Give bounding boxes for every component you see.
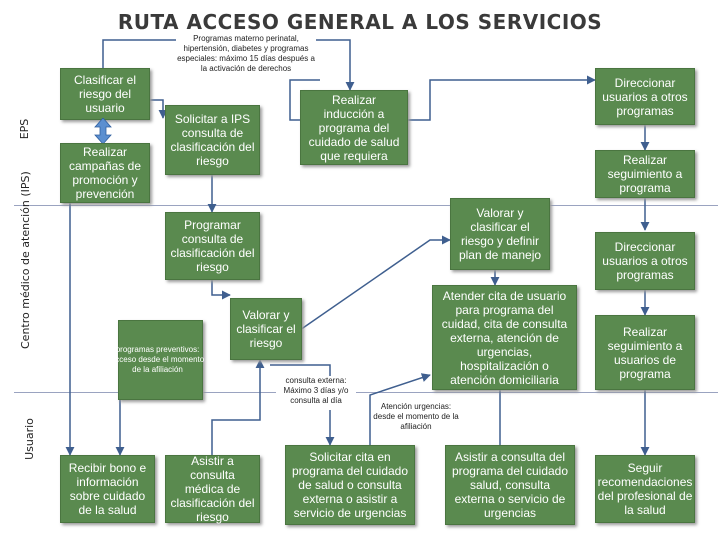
box-realizar-induccion-label: Realizar inducción a programa del cuidad… [308,92,400,163]
box-valorar-definir-plan-label: Valorar y clasificar el riesgo y definir… [458,206,542,262]
box-seguir-recomendaciones-label: Seguir recomendaciones del profesional d… [597,461,693,517]
box-seguir-recomendaciones: Seguir recomendaciones del profesional d… [595,455,695,523]
box-campanas-promocion: Realizar campañas de promoción y prevenc… [60,143,150,203]
box-seguimiento-ips: Realizar seguimiento a usuarios de progr… [595,315,695,390]
note-programas-especiales: Programas materno perinatal, hipertensió… [176,34,316,78]
box-preventivos-bg [118,320,203,400]
box-valorar-definir-plan: Valorar y clasificar el riesgo y definir… [450,198,550,270]
box-solicitar-cita-label: Solicitar cita en programa del cuidado d… [291,450,409,520]
connector [369,373,431,445]
box-campanas-promocion-label: Realizar campañas de promoción y prevenc… [68,145,142,201]
box-atender-cita-label: Atender cita de usuario para programa de… [441,288,568,387]
connector [408,75,596,121]
box-valorar-clasificar: Valorar y clasificar el riesgo [230,298,302,360]
box-seguimiento-eps: Realizar seguimiento a programa [595,150,695,198]
note-consulta-externa: consulta externa: Máximo 3 días y/o cons… [276,376,356,410]
note-atencion-urgencias: Atención urgencias: desde el momento de … [372,402,460,444]
box-clasificar-riesgo-label: Clasificar el riesgo del usuario [73,73,136,115]
connector [211,359,265,455]
note-programas-preventivos: programas preventivos: acceso desde el m… [110,345,205,374]
box-direccionar-eps-label: Direccionar usuarios a otros programas [602,75,688,118]
box-recibir-bono-label: Recibir bono e información sobre cuidado… [68,461,147,517]
box-asistir-consulta-programa: Asistir a consulta del programa del cuid… [445,445,575,525]
box-programar-consulta-label: Programar consulta de clasificación del … [170,218,255,274]
box-valorar-clasificar-label: Valorar y clasificar el riesgo [236,308,296,350]
box-solicitar-ips-label: Solicitar a IPS consulta de clasificació… [170,112,255,168]
box-direccionar-ips-label: Direccionar usuarios a otros programas [602,240,688,282]
box-clasificar-riesgo: Clasificar el riesgo del usuario [60,68,150,120]
box-seguimiento-ips-label: Realizar seguimiento a usuarios de progr… [607,324,683,381]
box-asistir-consulta-medica: Asistir a consulta médica de clasificaci… [165,454,260,524]
page-title: RUTA ACCESO GENERAL A LOS SERVICIOS [117,10,603,34]
connector [211,280,231,300]
box-realizar-induccion: Realizar inducción a programa del cuidad… [300,90,408,165]
box-direccionar-eps: Direccionar usuarios a otros programas [595,68,695,125]
lane-separator-eps-ips [14,205,718,206]
lane-separator-ips-usuario [14,392,718,393]
box-solicitar-ips: Solicitar a IPS consulta de clasificació… [165,105,260,175]
connector [299,235,451,331]
box-programar-consulta: Programar consulta de clasificación del … [165,212,260,280]
connector [289,79,320,121]
connector [150,99,168,119]
box-direccionar-ips: Direccionar usuarios a otros programas [595,232,695,290]
up-down-arrow-icon [94,118,112,144]
connector [270,364,335,446]
box-recibir-bono: Recibir bono e información sobre cuidado… [60,455,155,523]
box-solicitar-cita: Solicitar cita en programa del cuidado d… [285,445,415,525]
box-seguimiento-eps-label: Realizar seguimiento a programa [607,153,683,195]
box-asistir-consulta-programa-label: Asistir a consulta del programa del cuid… [451,450,569,520]
box-asistir-consulta-medica-label: Asistir a consulta médica de clasificaci… [170,454,255,524]
box-atender-cita: Atender cita de usuario para programa de… [432,285,577,390]
